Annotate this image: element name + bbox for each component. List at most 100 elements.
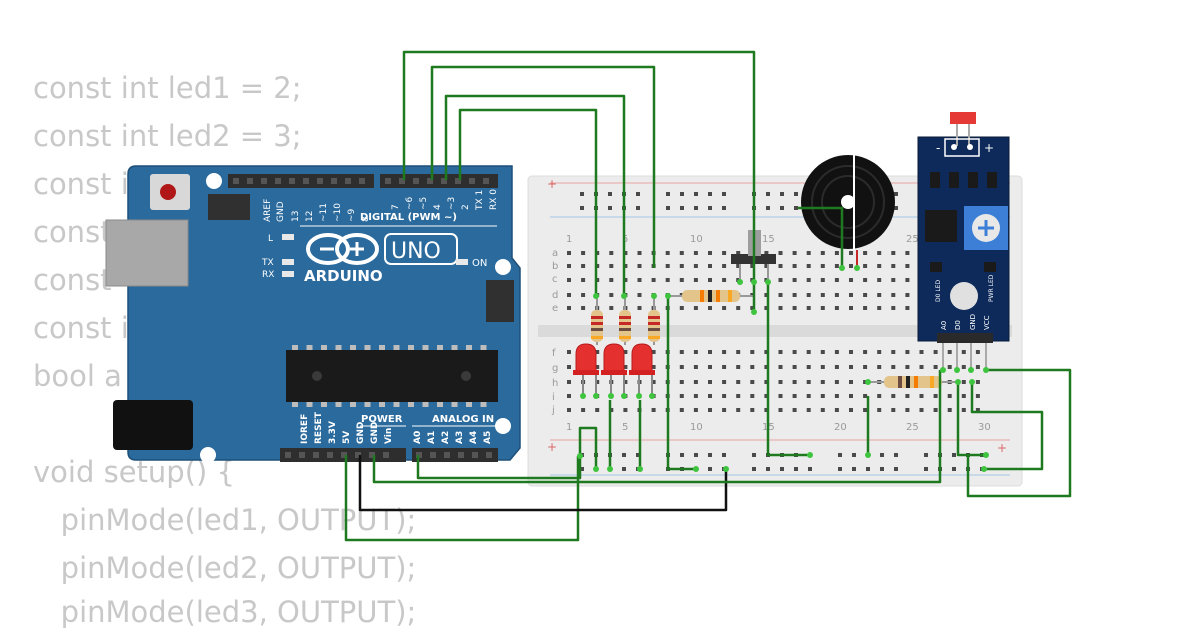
- header-pin[interactable]: [359, 178, 365, 184]
- breadboard-hole[interactable]: [849, 380, 853, 384]
- breadboard-hole[interactable]: [693, 365, 698, 369]
- resistor-vertical[interactable]: [591, 296, 603, 345]
- wire[interactable]: [372, 370, 942, 484]
- header-pin[interactable]: [472, 452, 478, 458]
- breadboard-hole[interactable]: [736, 264, 741, 268]
- header-pin[interactable]: [331, 178, 337, 184]
- breadboard-hole[interactable]: [750, 408, 755, 412]
- breadboard-hole[interactable]: [595, 408, 600, 412]
- breadboard-hole[interactable]: [820, 380, 825, 384]
- breadboard-hole[interactable]: [834, 264, 839, 268]
- breadboard-hole[interactable]: [722, 306, 727, 310]
- rail-hole[interactable]: [722, 453, 726, 457]
- rail-hole[interactable]: [766, 467, 770, 471]
- breadboard-hole[interactable]: [567, 380, 571, 384]
- rail-hole[interactable]: [694, 206, 698, 210]
- breadboard-hole[interactable]: [806, 306, 811, 310]
- rail-hole[interactable]: [852, 467, 856, 471]
- rail-hole[interactable]: [708, 453, 712, 457]
- breadboard-hole[interactable]: [567, 293, 571, 297]
- breadboard-hole[interactable]: [708, 306, 712, 310]
- rail-hole[interactable]: [780, 206, 784, 210]
- breadboard-hole[interactable]: [750, 264, 755, 268]
- wire[interactable]: [966, 368, 1072, 498]
- header-pin[interactable]: [486, 452, 492, 458]
- rail-hole[interactable]: [636, 192, 640, 196]
- breadboard-hole[interactable]: [891, 350, 896, 354]
- rail-hole[interactable]: [894, 192, 898, 196]
- breadboard-hole[interactable]: [722, 365, 727, 369]
- breadboard-hole[interactable]: [919, 394, 924, 398]
- breadboard-hole[interactable]: [623, 408, 628, 412]
- rail-hole[interactable]: [636, 453, 640, 457]
- rail-hole[interactable]: [766, 206, 770, 210]
- header-pin[interactable]: [385, 178, 391, 184]
- breadboard-hole[interactable]: [891, 278, 896, 282]
- breadboard-hole[interactable]: [975, 365, 980, 369]
- breadboard-hole[interactable]: [834, 278, 839, 282]
- rail-hole[interactable]: [880, 453, 884, 457]
- rail-hole[interactable]: [952, 467, 956, 471]
- rail-hole[interactable]: [622, 467, 626, 471]
- breadboard-hole[interactable]: [933, 394, 938, 398]
- red-led[interactable]: [601, 343, 627, 396]
- breadboard-hole[interactable]: [863, 264, 868, 268]
- breadboard-hole[interactable]: [595, 365, 600, 369]
- breadboard-hole[interactable]: [849, 394, 853, 398]
- breadboard-hole[interactable]: [567, 350, 571, 354]
- breadboard-hole[interactable]: [820, 293, 825, 297]
- rail-hole[interactable]: [838, 453, 842, 457]
- rail-hole[interactable]: [808, 467, 812, 471]
- rail-hole[interactable]: [924, 453, 928, 457]
- breadboard-hole[interactable]: [820, 394, 825, 398]
- breadboard-hole[interactable]: [764, 264, 769, 268]
- breadboard-hole[interactable]: [834, 408, 839, 412]
- header-pin[interactable]: [441, 178, 447, 184]
- breadboard-hole[interactable]: [891, 365, 896, 369]
- breadboard-hole[interactable]: [792, 380, 797, 384]
- wire[interactable]: [344, 455, 580, 542]
- breadboard-hole[interactable]: [736, 408, 741, 412]
- breadboard-hole[interactable]: [806, 251, 811, 255]
- breadboard-hole[interactable]: [679, 251, 684, 255]
- breadboard-hole[interactable]: [806, 408, 811, 412]
- breadboard-hole[interactable]: [806, 293, 811, 297]
- breadboard-hole[interactable]: [834, 251, 839, 255]
- breadboard-hole[interactable]: [736, 251, 741, 255]
- header-pin[interactable]: [341, 452, 347, 458]
- breadboard-hole[interactable]: [708, 394, 712, 398]
- rail-hole[interactable]: [636, 206, 640, 210]
- breadboard-hole[interactable]: [792, 350, 797, 354]
- breadboard-hole[interactable]: [863, 394, 868, 398]
- rail-hole[interactable]: [708, 192, 712, 196]
- rail-hole[interactable]: [866, 467, 870, 471]
- wire[interactable]: [970, 382, 1044, 471]
- breadboard-hole[interactable]: [778, 306, 783, 310]
- breadboard-hole[interactable]: [961, 408, 966, 412]
- breadboard-hole[interactable]: [722, 278, 727, 282]
- breadboard-hole[interactable]: [567, 408, 571, 412]
- wire[interactable]: [458, 108, 598, 296]
- breadboard-hole[interactable]: [792, 278, 797, 282]
- resistor-horizontal[interactable]: [668, 290, 754, 302]
- breadboard-hole[interactable]: [708, 408, 712, 412]
- rail-hole[interactable]: [680, 453, 684, 457]
- breadboard-hole[interactable]: [806, 278, 811, 282]
- breadboard-hole[interactable]: [820, 264, 825, 268]
- rail-hole[interactable]: [580, 206, 584, 210]
- breadboard-hole[interactable]: [905, 394, 910, 398]
- breadboard-hole[interactable]: [609, 293, 614, 297]
- header-pin[interactable]: [383, 452, 389, 458]
- breadboard-hole[interactable]: [609, 264, 614, 268]
- header-pin[interactable]: [247, 178, 253, 184]
- breadboard-hole[interactable]: [975, 408, 980, 412]
- breadboard-hole[interactable]: [877, 278, 882, 282]
- breadboard-hole[interactable]: [834, 350, 839, 354]
- breadboard-hole[interactable]: [792, 293, 797, 297]
- breadboard-hole[interactable]: [877, 264, 882, 268]
- header-pin[interactable]: [430, 452, 436, 458]
- breadboard-hole[interactable]: [778, 251, 783, 255]
- breadboard-hole[interactable]: [778, 350, 783, 354]
- breadboard-hole[interactable]: [905, 350, 910, 354]
- breadboard-hole[interactable]: [849, 365, 853, 369]
